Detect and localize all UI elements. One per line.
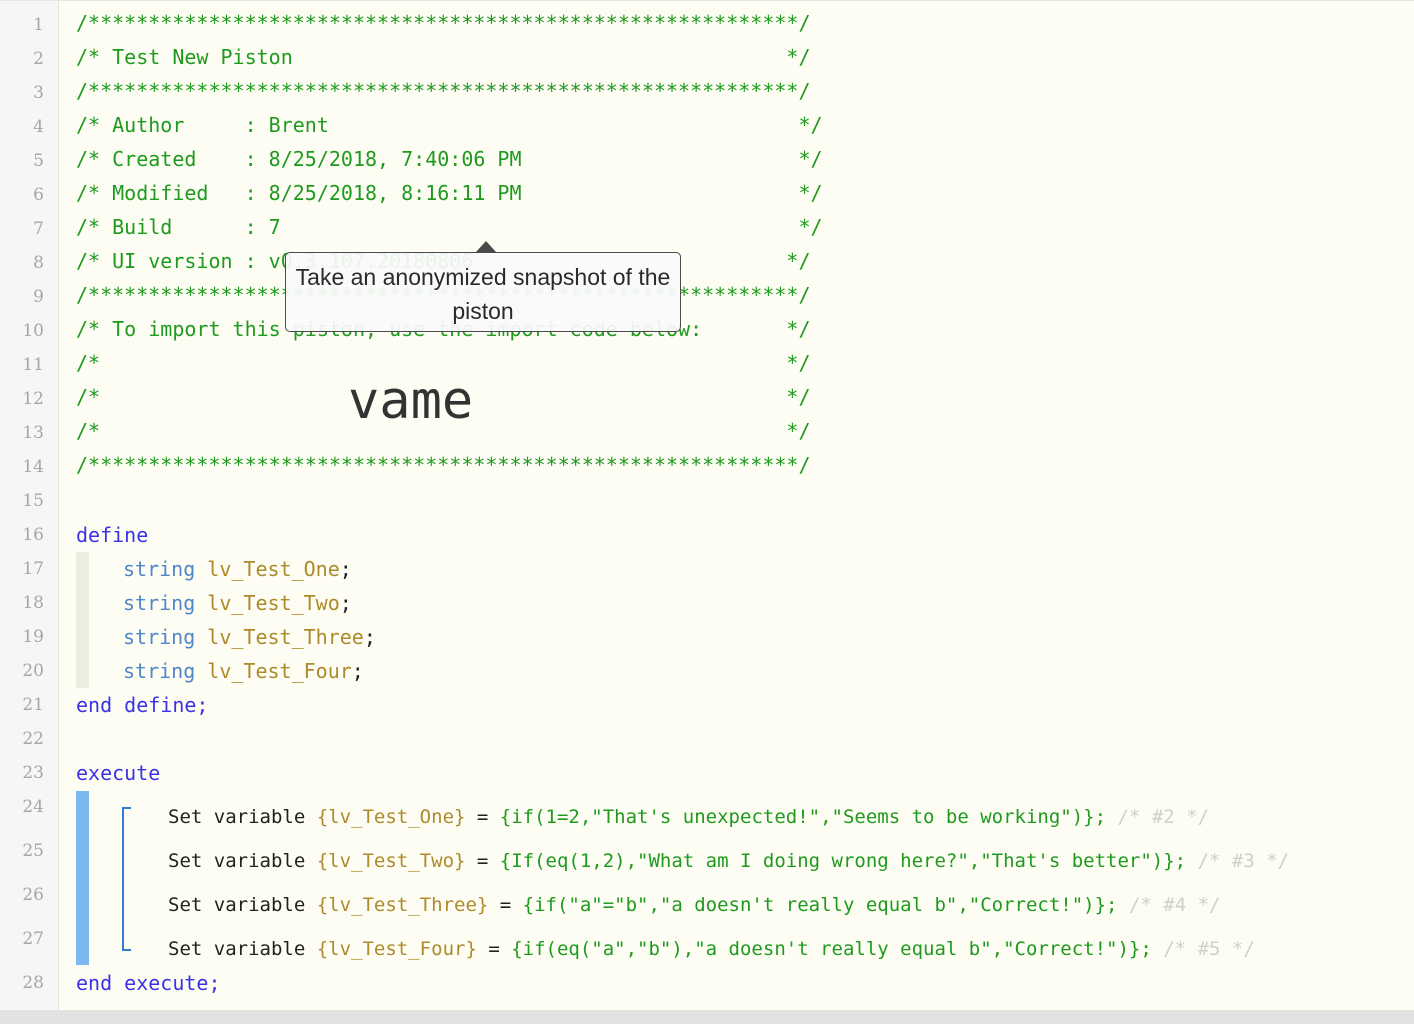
line-number: 11: [22, 355, 44, 375]
semicolon: ;: [339, 557, 352, 581]
comment-line: /* */: [76, 351, 811, 375]
line-number: 20: [22, 661, 44, 681]
line-number: 10: [22, 321, 44, 341]
line-number: 9: [33, 287, 44, 307]
variable-declaration[interactable]: string lv_Test_One;: [123, 552, 352, 586]
line-number: 4: [33, 117, 44, 137]
line-number: 17: [22, 559, 44, 579]
line-number: 3: [33, 83, 44, 103]
statement-keyword: Set variable: [168, 806, 306, 828]
import-code: vame: [348, 371, 474, 431]
type-keyword: string: [123, 659, 196, 683]
comment-line: /* Created : 8/25/2018, 7:40:06 PM */: [76, 147, 823, 171]
line-number: 28: [22, 973, 44, 993]
statement-variable: {lv_Test_Three}: [316, 894, 489, 916]
variable-name: lv_Test_Two: [207, 591, 340, 615]
line-number: 27: [22, 929, 44, 949]
comment-line: /***************************************…: [76, 11, 811, 35]
line-number: 5: [33, 151, 44, 171]
comment-line: /* Modified : 8/25/2018, 8:16:11 PM */: [76, 181, 823, 205]
comment-line: /***************************************…: [76, 79, 811, 103]
type-keyword: string: [123, 625, 196, 649]
end-execute-keyword[interactable]: end execute;: [76, 971, 221, 995]
statement-id-comment: /* #5 */: [1163, 938, 1255, 960]
statement-expression: {if(eq("a","b"),"a doesn't really equal …: [511, 938, 1152, 960]
set-variable-statement[interactable]: Set variable {lv_Test_One} = {if(1=2,"Th…: [168, 800, 1209, 834]
line-number: 23: [22, 763, 44, 783]
statement-id-comment: /* #2 */: [1117, 806, 1210, 828]
variable-name: lv_Test_Three: [207, 625, 364, 649]
line-number: 18: [22, 593, 44, 613]
semicolon: ;: [363, 625, 376, 649]
equals-operator: =: [465, 850, 500, 872]
statement-keyword: Set variable: [168, 938, 306, 960]
statement-variable: {lv_Test_One}: [316, 806, 466, 828]
semicolon: ;: [351, 659, 364, 683]
set-variable-statement[interactable]: Set variable {lv_Test_Two} = {If(eq(1,2)…: [168, 844, 1289, 878]
set-variable-statement[interactable]: Set variable {lv_Test_Three} = {if("a"="…: [168, 888, 1220, 922]
statement-expression: {if("a"="b","a doesn't really equal b","…: [522, 894, 1118, 916]
statement-group-bracket: [122, 807, 131, 951]
execute-keyword[interactable]: execute: [76, 761, 161, 785]
line-number: 13: [22, 423, 44, 443]
comment-line: /* */: [76, 385, 811, 409]
variable-declaration[interactable]: string lv_Test_Two;: [123, 586, 352, 620]
statement-keyword: Set variable: [168, 894, 306, 916]
line-number: 25: [22, 841, 44, 861]
line-number: 22: [22, 729, 44, 749]
line-number: 1: [33, 15, 44, 35]
line-number: 6: [33, 185, 44, 205]
comment-line: /***************************************…: [76, 453, 811, 477]
line-number: 8: [33, 253, 44, 273]
comment-line: /* Build : 7 */: [76, 215, 823, 239]
comment-line: /* Author : Brent */: [76, 113, 823, 137]
line-number: 21: [22, 695, 44, 715]
semicolon: ;: [339, 591, 352, 615]
statement-expression: {if(1=2,"That's unexpected!","Seems to b…: [499, 806, 1107, 828]
statement-variable: {lv_Test_Four}: [316, 938, 477, 960]
define-block-bar: [76, 552, 89, 688]
statement-id-comment: /* #3 */: [1197, 850, 1290, 872]
line-number: 15: [22, 491, 44, 511]
execute-block-bar: [76, 791, 89, 965]
variable-declaration[interactable]: string lv_Test_Three;: [123, 620, 376, 654]
line-number: 12: [22, 389, 44, 409]
bottom-scrollbar[interactable]: [0, 1010, 1414, 1024]
line-number: 24: [22, 797, 44, 817]
line-number: 26: [22, 885, 44, 905]
equals-operator: =: [465, 806, 500, 828]
comment-line: /* Test New Piston */: [76, 45, 811, 69]
snapshot-tooltip: Take an anonymized snapshot of the pisto…: [285, 252, 681, 332]
variable-declaration[interactable]: string lv_Test_Four;: [123, 654, 364, 688]
statement-keyword: Set variable: [168, 850, 306, 872]
comment-line: /* */: [76, 419, 811, 443]
statement-id-comment: /* #4 */: [1128, 894, 1221, 916]
line-number: 2: [33, 49, 44, 69]
statement-expression: {If(eq(1,2),"What am I doing wrong here?…: [499, 850, 1187, 872]
type-keyword: string: [123, 557, 196, 581]
line-number: 7: [33, 219, 44, 239]
type-keyword: string: [123, 591, 196, 615]
equals-operator: =: [488, 894, 523, 916]
equals-operator: =: [476, 938, 512, 960]
variable-name: lv_Test_Four: [207, 659, 352, 683]
tooltip-arrow: [476, 241, 496, 252]
line-number: 16: [22, 525, 44, 545]
line-number-gutter: 1 2 3 4 5 6 7 8 9 10 11 12 13 14 15 16 1…: [0, 1, 59, 1011]
set-variable-statement[interactable]: Set variable {lv_Test_Four} = {if(eq("a"…: [168, 932, 1255, 966]
line-number: 14: [22, 457, 44, 477]
line-number: 19: [22, 627, 44, 647]
statement-variable: {lv_Test_Two}: [316, 850, 466, 872]
variable-name: lv_Test_One: [207, 557, 340, 581]
end-define-keyword[interactable]: end define;: [76, 693, 209, 717]
define-keyword[interactable]: define: [76, 523, 149, 547]
